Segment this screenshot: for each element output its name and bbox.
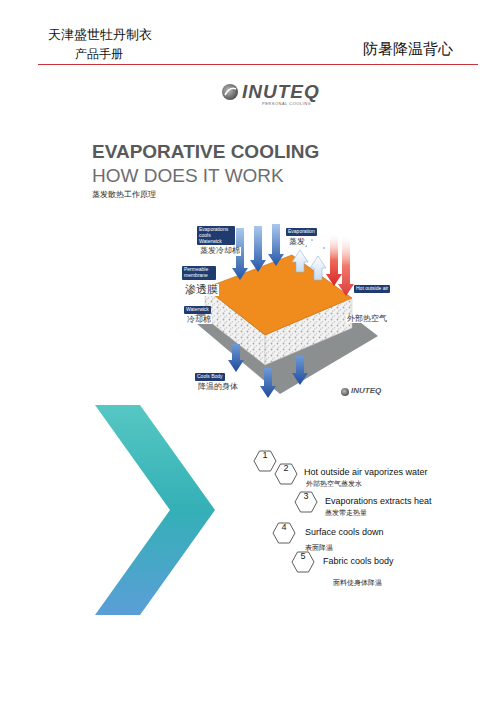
tag-text-chinese: 冷却棉: [186, 316, 212, 325]
page-title: EVAPORATIVE COOLING: [92, 141, 319, 163]
step-hexagon: 1: [253, 450, 277, 472]
tag-text-chinese: 渗透膜: [184, 284, 219, 297]
tag-text: Cools Body: [197, 374, 223, 380]
label-tag: Evaporations cools Waterwick蒸发冷却棉: [197, 226, 235, 245]
tag-text-chinese: 降温的身体: [197, 383, 239, 392]
step-hexagon: 5: [291, 551, 315, 573]
label-tag: Evaporation蒸发: [286, 228, 317, 236]
callout-number: 4: [272, 522, 296, 532]
callout-number: 5: [291, 551, 315, 561]
step-hexagon: 2: [274, 463, 298, 485]
tag-text-chinese: 外部热空气: [346, 315, 388, 324]
manual-name: 产品手册: [75, 46, 123, 63]
logo-tagline: PERSONAL COOLING: [262, 101, 311, 106]
label-tag: Permeable membrane渗透膜: [182, 266, 216, 280]
step-text: Evaporations extracts heat: [325, 496, 432, 506]
step-text: Fabric cools body: [323, 556, 394, 566]
company-name: 天津盛世牡丹制衣: [48, 26, 152, 44]
callout-number: 3: [294, 491, 318, 501]
callout-number: 2: [274, 463, 298, 473]
tag-text: Waterwick: [186, 307, 209, 313]
step-text-chinese: 表面降温: [305, 543, 333, 553]
logo-text: INUTEQ: [242, 81, 320, 103]
tag-text: Hot outside air: [356, 286, 388, 292]
step-text: Surface cools down: [305, 527, 384, 537]
tag-text: Permeable membrane: [184, 267, 214, 279]
callout-number: 1: [253, 450, 277, 460]
step-text-chinese: 面料使身体降温: [333, 578, 382, 588]
label-tag: Waterwick冷却棉: [184, 306, 211, 314]
subtitle-chinese: 蒸发散热工作原理: [92, 189, 156, 200]
logo-text-small: INUTEQ: [351, 386, 381, 395]
step-text-chinese: 蒸发带走热量: [325, 508, 367, 518]
tag-text-chinese: 蒸发冷却棉: [199, 247, 241, 256]
step-text-chinese: 外部热空气蒸发水: [306, 479, 362, 489]
label-tag: Hot outside air外部热空气: [354, 285, 390, 293]
tag-text: Evaporation: [288, 229, 315, 235]
tag-text-chinese: 蒸发: [288, 238, 306, 247]
step-hexagon: 4: [272, 522, 296, 544]
product-name: 防暑降温背心: [363, 40, 453, 59]
tag-text: Evaporations cools Waterwick: [199, 227, 233, 244]
subtitle: HOW DOES IT WORK: [92, 165, 284, 187]
label-tag: Cools Body降温的身体: [195, 373, 225, 381]
step-text: Hot outside air vaporizes water: [304, 467, 428, 477]
step-hexagon: 3: [294, 491, 318, 513]
